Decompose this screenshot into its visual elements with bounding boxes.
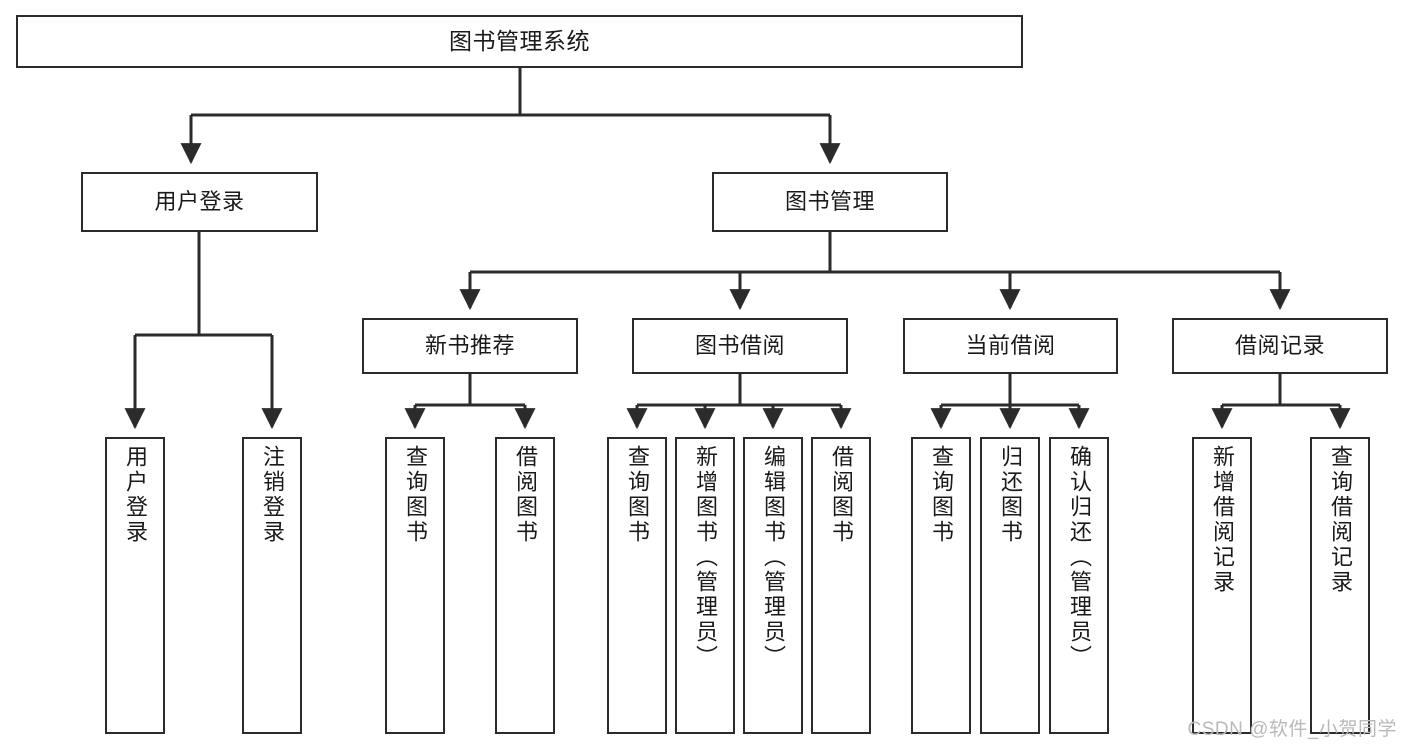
node-label: 查询图书: [625, 445, 650, 545]
node-label: 新增借阅记录: [1210, 445, 1235, 595]
node-leaf-confirm-return[interactable]: 确认归还（管理员）: [1049, 437, 1109, 734]
node-label: 确认归还（管理员）: [1067, 445, 1092, 670]
node-label: 归还图书: [998, 445, 1023, 545]
watermark-text: CSDN @软件_小贺同学: [1187, 719, 1397, 740]
node-leaf-query-book-1[interactable]: 查询图书: [385, 437, 445, 734]
node-leaf-borrow-book-1[interactable]: 借阅图书: [495, 437, 555, 734]
node-user-login[interactable]: 用户登录: [81, 172, 318, 232]
node-label: 图书借阅: [694, 333, 785, 359]
node-leaf-query-record[interactable]: 查询借阅记录: [1310, 437, 1370, 734]
node-book-borrow[interactable]: 图书借阅: [632, 318, 848, 374]
node-label: 借阅图书: [829, 445, 854, 545]
node-label: 查询借阅记录: [1328, 445, 1353, 595]
node-label: 注销登录: [260, 445, 285, 545]
node-leaf-add-record[interactable]: 新增借阅记录: [1192, 437, 1252, 734]
node-leaf-query-book-2[interactable]: 查询图书: [607, 437, 667, 734]
node-leaf-borrow-book-2[interactable]: 借阅图书: [811, 437, 871, 734]
node-label: 用户登录: [154, 189, 245, 215]
node-label: 新书推荐: [424, 333, 515, 359]
node-new-book-recommend[interactable]: 新书推荐: [362, 318, 578, 374]
node-label: 编辑图书（管理员）: [761, 445, 786, 670]
node-root-system[interactable]: 图书管理系统: [16, 15, 1023, 68]
node-leaf-add-book[interactable]: 新增图书（管理员）: [675, 437, 735, 734]
node-label: 查询图书: [929, 445, 954, 545]
node-current-borrow[interactable]: 当前借阅: [903, 318, 1118, 374]
node-book-manage[interactable]: 图书管理: [712, 172, 948, 232]
node-borrow-record[interactable]: 借阅记录: [1172, 318, 1388, 374]
node-label: 图书管理系统: [449, 27, 590, 54]
node-label: 图书管理: [784, 189, 875, 215]
node-label: 查询图书: [403, 445, 428, 545]
node-label: 新增图书（管理员）: [693, 445, 718, 670]
node-label: 借阅图书: [513, 445, 538, 545]
node-leaf-edit-book[interactable]: 编辑图书（管理员）: [743, 437, 803, 734]
node-leaf-query-book-3[interactable]: 查询图书: [911, 437, 971, 734]
node-leaf-user-login[interactable]: 用户登录: [105, 437, 165, 734]
node-leaf-return-book[interactable]: 归还图书: [980, 437, 1040, 734]
node-leaf-logout[interactable]: 注销登录: [242, 437, 302, 734]
node-label: 借阅记录: [1234, 333, 1325, 359]
node-label: 用户登录: [123, 445, 148, 545]
node-label: 当前借阅: [965, 333, 1056, 359]
